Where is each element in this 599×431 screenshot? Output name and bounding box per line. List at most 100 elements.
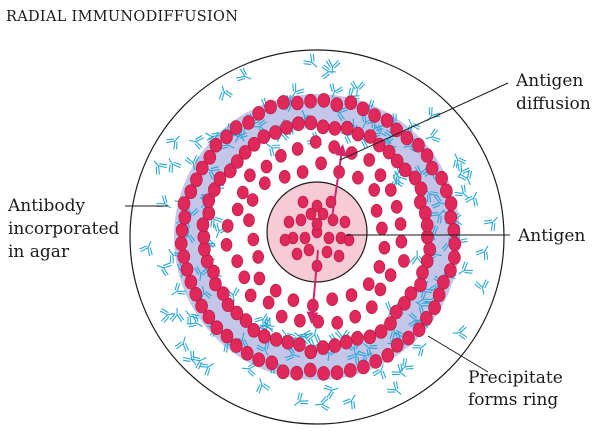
antigen-dot [262, 295, 275, 310]
antigen-dot [317, 93, 331, 108]
antibody-icon [424, 188, 439, 203]
antigen-dot [404, 286, 418, 301]
antigen-dot [317, 207, 329, 221]
antigen-dot [345, 288, 358, 302]
antigen-dot [223, 163, 237, 179]
antigen-dot [428, 300, 441, 316]
leader-antigen-diffusion [339, 82, 509, 161]
antigen-dot [294, 313, 306, 328]
antigen-dot [275, 309, 288, 324]
antibody-icon [156, 262, 172, 277]
antigen-dot [381, 347, 395, 363]
antigen-dot [398, 254, 410, 268]
antibody-icon [306, 327, 321, 343]
antigen-dot [210, 320, 224, 336]
antigen-dot [412, 322, 426, 338]
antibody-icon [168, 158, 182, 173]
antigen-dot [209, 276, 222, 292]
antigen-dot [258, 176, 271, 190]
antigen-dot [448, 250, 461, 265]
antigen-dot [365, 300, 378, 315]
antibody-icon [159, 308, 175, 323]
antigen-dot [190, 172, 203, 188]
antibody-icon [426, 106, 441, 122]
antigen-dot [295, 213, 307, 227]
antibody-icon [168, 248, 182, 264]
antigen-dot [184, 274, 198, 290]
antigen-dot [362, 277, 375, 292]
antigen-dot [382, 144, 396, 160]
antibody-icon [189, 134, 205, 150]
antigen-dot [177, 196, 191, 211]
antigen-dot [425, 160, 439, 176]
antigen-dot [207, 264, 220, 280]
antigen-dot [195, 298, 208, 314]
label-antibody: Antibody incorporated in agar [7, 196, 125, 262]
antigen-dot [374, 282, 387, 297]
antigen-dot [203, 150, 217, 165]
antigen-dot [339, 215, 351, 229]
antigen-dot [374, 324, 388, 339]
antibody-icon [457, 162, 471, 178]
antibody-icon [458, 169, 473, 186]
antigen-dot [246, 193, 259, 207]
antibody-icon [454, 184, 469, 199]
antigen-dot [178, 210, 192, 225]
antigen-dot [316, 340, 330, 355]
diffusion-arrow-up [331, 144, 348, 219]
antibody-icon [412, 343, 427, 357]
antigen-dot [202, 205, 216, 221]
antigen-dot [303, 243, 315, 257]
antigen-dot [231, 254, 243, 269]
antibody-icon [252, 119, 268, 135]
antigen-dot [402, 330, 415, 346]
antigen-dot [229, 120, 243, 135]
antigen-dot [220, 129, 233, 145]
antigen-dot [208, 182, 221, 197]
antibody-icon [187, 314, 203, 328]
antigen-dot [216, 286, 230, 301]
antigen-dot [344, 95, 358, 110]
antigen-dot [380, 113, 394, 128]
antigen-dot [373, 260, 386, 274]
antigen-dot [333, 249, 345, 263]
antibody-icon [425, 128, 441, 143]
antibody-icon [241, 362, 257, 377]
antibody-icon [303, 53, 318, 68]
antibody-icon [184, 154, 200, 170]
antibody-icon [409, 250, 425, 265]
antigen-dot [305, 207, 317, 221]
antibody-icon [350, 80, 366, 96]
antigen-dot [376, 221, 388, 236]
antigen-dot [412, 137, 425, 153]
antigen-dot [197, 229, 211, 245]
antibody-icon [408, 312, 423, 328]
antibody-icon [254, 313, 268, 328]
antibody-icon [291, 83, 305, 98]
antigen-dot [339, 334, 353, 350]
diffusion-arrow-down [306, 249, 319, 324]
antibody-icon [372, 364, 387, 380]
antibody-icon [452, 324, 468, 340]
antigen-dot [328, 140, 341, 154]
antigen-dot [264, 99, 277, 115]
antigen-dot [253, 271, 266, 286]
antigen-dot [395, 234, 408, 249]
antigen-dot [269, 283, 282, 298]
antigen-dot [448, 236, 462, 252]
antigen-dot [290, 95, 304, 111]
antigen-dot [243, 213, 255, 227]
antibody-icon [407, 118, 421, 134]
antigen-dot [444, 210, 458, 225]
antigen-dot [389, 304, 403, 320]
antigen-dot [414, 277, 427, 293]
antigen-dot [252, 106, 266, 121]
antigen-dot [280, 120, 293, 135]
label-antibody-line1: Antibody [7, 196, 85, 216]
antigen-dot [221, 219, 234, 233]
antibody-icon [430, 209, 445, 224]
antigen-dot [323, 231, 335, 245]
antigen-dot [432, 287, 446, 303]
antibody-icon [293, 392, 309, 406]
antigen-dot [444, 196, 458, 211]
